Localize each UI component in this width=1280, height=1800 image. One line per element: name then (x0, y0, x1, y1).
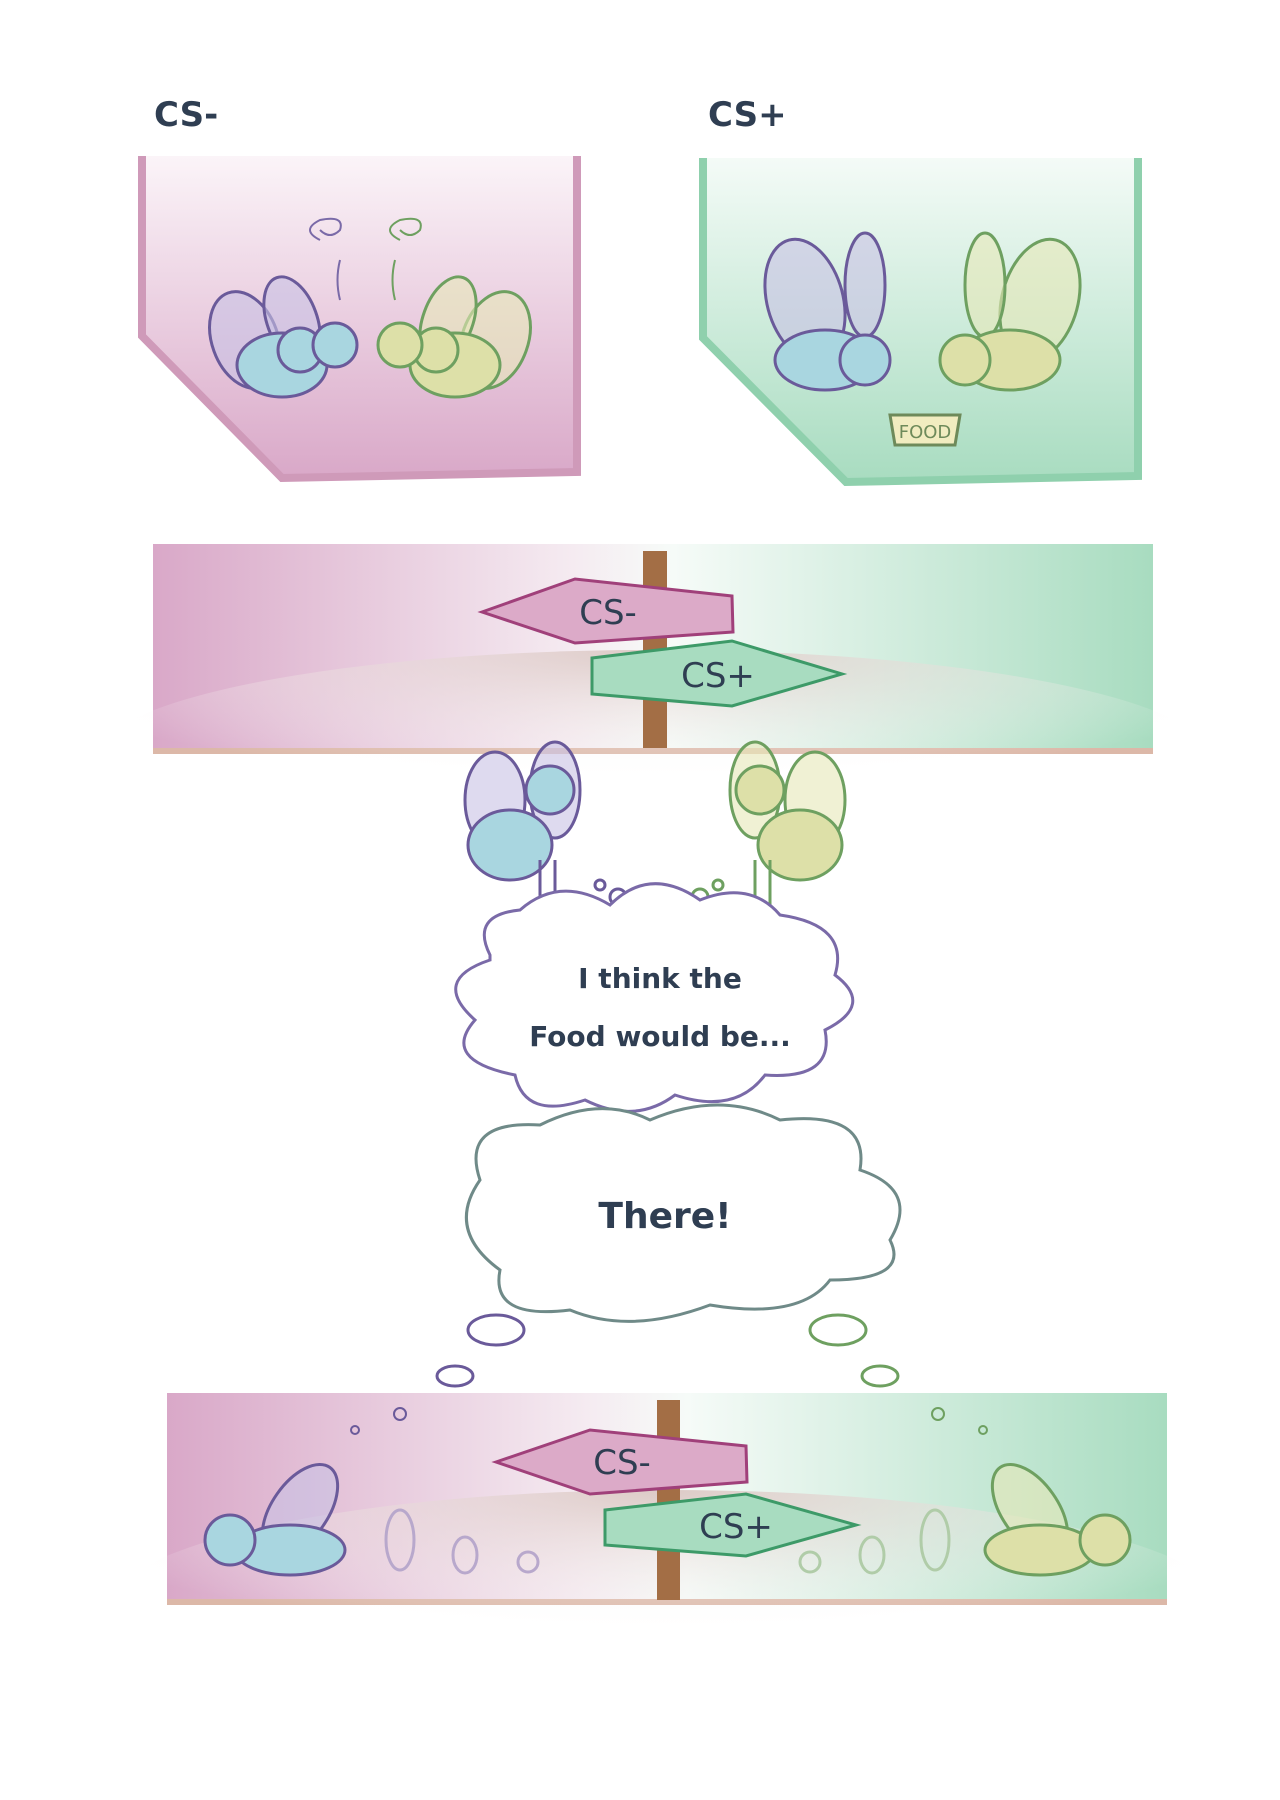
arena-shadow (93, 650, 1213, 870)
thought-line-1: I think the (578, 962, 742, 995)
sign-cs-minus: CS- (477, 577, 735, 645)
confusion-scribble-icon (309, 217, 342, 301)
sign-cs-plus-label: CS+ (681, 656, 755, 696)
cs-plus-chamber (699, 158, 1142, 487)
sign-cs-minus: CS- (491, 1428, 749, 1496)
sign-cs-plus: CS+ (603, 1492, 862, 1558)
thought-dot (931, 1407, 945, 1421)
sign-cs-plus: CS+ (590, 639, 848, 708)
food-box: FOOD (888, 413, 962, 447)
fly-blue-feeding (763, 231, 892, 392)
thought-dot (393, 1407, 407, 1421)
sign-cs-minus-label: CS- (593, 1443, 651, 1483)
fly-green-feeding (938, 231, 1082, 392)
fly-green-thinking (690, 740, 847, 907)
food-box-label: FOOD (899, 422, 952, 443)
fly-blue-walking (203, 1462, 540, 1577)
fly-blue-resting (208, 275, 359, 399)
thought-line-2: Food would be... (529, 1020, 791, 1053)
thought-bubble-question (454, 882, 855, 1113)
thought-bubble-answer (435, 1103, 902, 1388)
cs-minus-chamber (138, 156, 581, 483)
thought-dot (350, 1425, 360, 1435)
thought-answer: There! (598, 1196, 732, 1237)
fly-green-walking (798, 1462, 1132, 1577)
confusion-scribble-icon (389, 217, 422, 301)
cs-plus-panel-label: CS+ (708, 95, 787, 135)
cs-minus-panel-label: CS- (154, 95, 219, 135)
thought-dot (978, 1425, 988, 1435)
signpost-pole (657, 1400, 680, 1600)
sign-cs-plus-label: CS+ (699, 1507, 773, 1547)
sign-cs-minus-label: CS- (579, 593, 637, 633)
fly-blue-thinking (463, 740, 628, 907)
fly-green-resting (376, 275, 532, 399)
